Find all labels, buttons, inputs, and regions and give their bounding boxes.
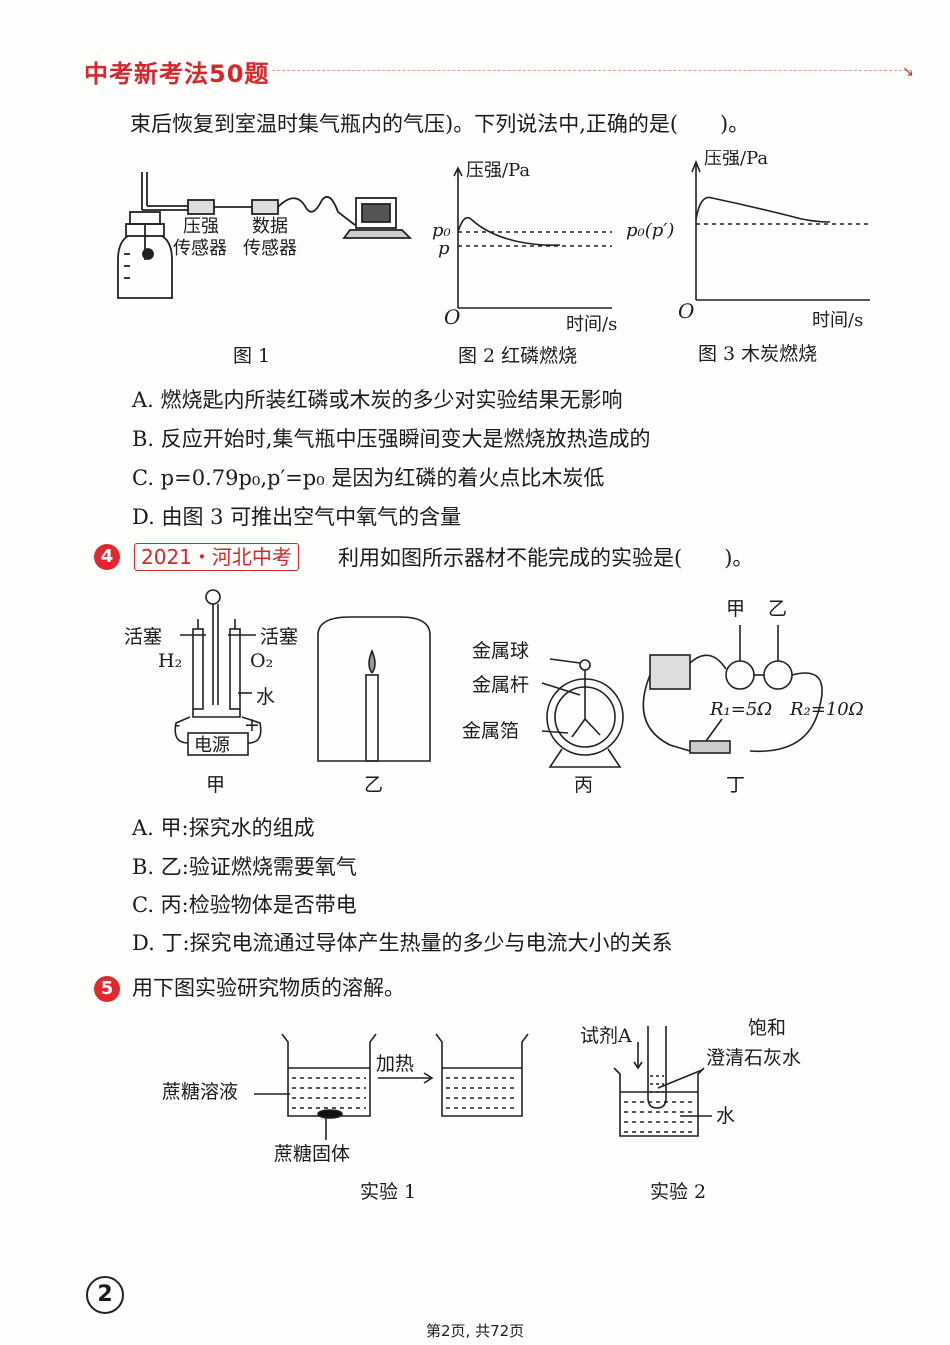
- fig3-origin: O: [678, 299, 694, 323]
- header-divider: [272, 70, 912, 71]
- page-number: 2: [86, 1276, 124, 1314]
- fig2-p: p: [438, 238, 450, 259]
- fig1-sensor1-label2: 传感器: [173, 238, 227, 259]
- header-title: 中考新考法50题: [84, 60, 270, 88]
- exp2-limewater-label: 澄清石灰水: [706, 1047, 801, 1069]
- fig-ding-caption: 丁: [726, 774, 745, 796]
- fig1-sensor2-label: 数据: [252, 216, 288, 237]
- fig-ding-r2-label: R₂=10Ω: [789, 699, 864, 720]
- q5-figures: 蔗糖溶液 加热 蔗糖固体 实验 1 试剂A 饱和 澄清石灰水 水 实验 2: [162, 1017, 801, 1203]
- exp2-caption: 实验 2: [650, 1181, 706, 1203]
- fig3-xlabel: 时间/s: [812, 310, 863, 331]
- fig2-plot: [453, 166, 612, 309]
- fig-jia-plus: +: [244, 714, 260, 736]
- exp1-solid-label: 蔗糖固体: [274, 1143, 350, 1165]
- q3-stem: 束后恢复到室温时集气瓶内的气压)。下列说法中,正确的是( )。: [130, 112, 750, 136]
- fig-bing-rod-label: 金属杆: [472, 674, 529, 696]
- fig3-p0: p₀(p′): [626, 220, 674, 241]
- fig-bing-caption: 丙: [574, 774, 593, 796]
- fig-jia-water-label: 水: [256, 686, 275, 708]
- q4-option-c: C. 丙:检验物体是否带电: [132, 893, 357, 917]
- fig-ding-r1-label: R₁=5Ω: [709, 699, 772, 720]
- fig-yi-candle-jar: [317, 616, 431, 762]
- q3-option-d: D. 由图 3 可推出空气中氧气的含量: [132, 505, 462, 529]
- q4-option-b: B. 乙:验证燃烧需要氧气: [132, 855, 357, 879]
- q4-number-badge: 4: [94, 544, 120, 570]
- fig-jia-caption: 甲: [206, 774, 225, 796]
- page-footer: 第2页, 共72页: [426, 1322, 525, 1340]
- fig2-origin: O: [444, 305, 460, 329]
- q3-option-b: B. 反应开始时,集气瓶中压强瞬间变大是燃烧放热造成的: [132, 427, 651, 451]
- fig3-caption: 图 3 木炭燃烧: [698, 343, 817, 365]
- exp1-beakers: [254, 1033, 529, 1140]
- fig2-xlabel: 时间/s: [566, 314, 617, 335]
- q3-figures: 压强 传感器 数据 传感器 图 1 压强/Pa 时间/s O p₀ p 图 2 …: [117, 150, 870, 367]
- fig3-plot: [691, 159, 870, 301]
- q3-option-c: C. p=0.79p₀,p′=p₀ 是因为红磷的着火点比木炭低: [132, 466, 605, 490]
- exp1-solution-label: 蔗糖溶液: [162, 1081, 238, 1103]
- fig-jia-electrolysis: [174, 589, 262, 756]
- fig1-sensor2-label2: 传感器: [243, 238, 297, 259]
- fig-ding-flask-yi: 乙: [768, 598, 787, 620]
- q4-option-d: D. 丁:探究电流通过导体产生热量的多少与电流大小的关系: [132, 931, 673, 955]
- header-mark-icon: ↘: [902, 64, 914, 80]
- exp1-heat-label: 加热: [376, 1053, 414, 1075]
- fig-jia-valve-left: 活塞: [124, 626, 162, 648]
- fig2-ylabel: 压强/Pa: [466, 160, 530, 181]
- exp2-apparatus: [613, 1026, 712, 1137]
- fig-ding-flask-jia: 甲: [726, 598, 745, 620]
- q4-option-a: A. 甲:探究水的组成: [132, 816, 315, 840]
- q3-option-a: A. 燃烧匙内所装红磷或木炭的多少对实验结果无影响: [132, 388, 623, 412]
- exp2-saturated-label: 饱和: [748, 1017, 786, 1039]
- exp2-water-label: 水: [716, 1105, 735, 1127]
- fig-bing-ball-label: 金属球: [472, 640, 529, 662]
- fig2-caption: 图 2 红磷燃烧: [458, 345, 577, 367]
- fig-jia-valve-right: 活塞: [260, 626, 298, 648]
- fig1-apparatus: [117, 172, 413, 299]
- fig-jia-minus: -: [174, 714, 180, 736]
- q4-source-tag: 2021・河北中考: [134, 543, 299, 571]
- fig-yi-caption: 乙: [364, 774, 383, 796]
- fig2-p0: p₀: [432, 220, 451, 241]
- exp2-reagent-label: 试剂A: [580, 1025, 632, 1047]
- fig3-ylabel: 压强/Pa: [704, 150, 768, 169]
- exp1-caption: 实验 1: [360, 1181, 416, 1203]
- fig-ding-circuit: [642, 625, 823, 754]
- fig-bing-electroscope: [541, 658, 624, 768]
- fig1-sensor1-label: 压强: [183, 216, 219, 237]
- q5-stem: 用下图实验研究物质的溶解。: [132, 976, 405, 1000]
- q4-stem: 利用如图所示器材不能完成的实验是( )。: [338, 546, 754, 570]
- fig-jia-power-label: 电源: [194, 735, 230, 756]
- fig-jia-h2-label: H₂: [158, 650, 182, 672]
- q4-figures: 活塞 活塞 H₂ O₂ 水 - + 电源 甲 乙 金属球 金属杆 金属箔 丙: [124, 589, 864, 796]
- fig1-caption: 图 1: [233, 345, 270, 367]
- fig-jia-o2-label: O₂: [250, 650, 273, 672]
- fig-bing-foil-label: 金属箔: [462, 720, 519, 742]
- q5-number-badge: 5: [94, 976, 120, 1002]
